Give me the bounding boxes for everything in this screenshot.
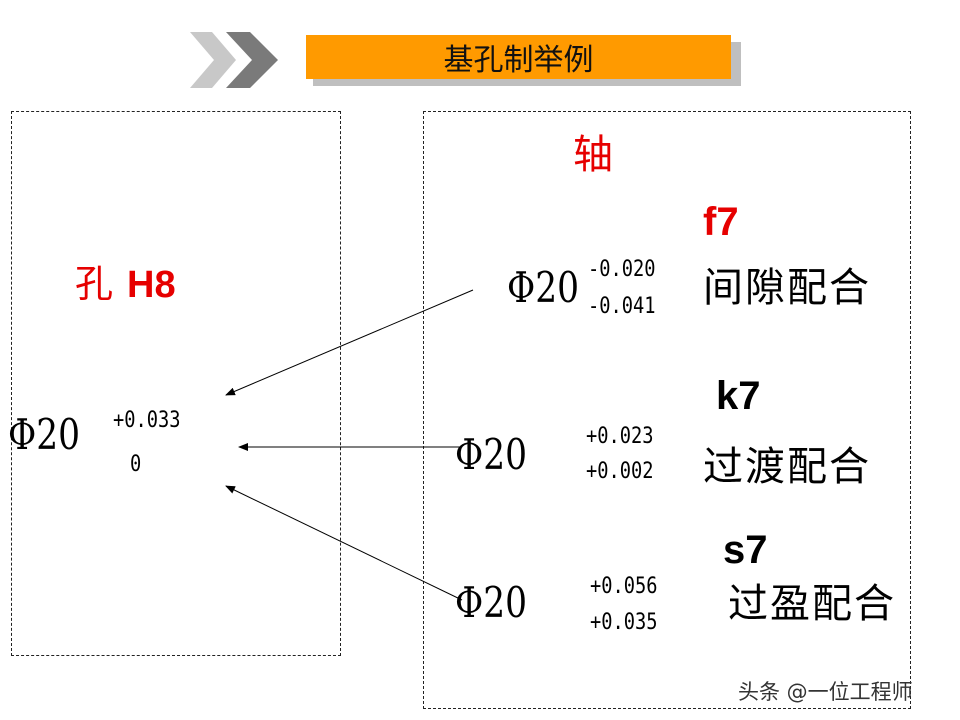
fit-s7-dimension: Φ20 [455, 578, 528, 627]
hole-upper-deviation: +0.033 [113, 408, 181, 433]
fit-f7-lower-deviation: -0.041 [588, 294, 656, 319]
double-chevron-icon [190, 32, 278, 88]
fit-k7-type: 过渡配合 [703, 444, 871, 490]
shaft-panel [423, 111, 911, 709]
fit-k7-upper-deviation: +0.023 [586, 424, 654, 449]
hole-lower-deviation: 0 [130, 452, 142, 477]
fit-f7-upper-deviation: -0.020 [588, 257, 656, 282]
fit-f7-dimension: Φ20 [507, 263, 580, 312]
fit-s7-grade: s7 [723, 528, 768, 572]
page-title-text: 基孔制举例 [443, 43, 594, 78]
fit-s7-upper-deviation: +0.056 [590, 574, 658, 599]
hole-label-text: 孔 [75, 262, 114, 306]
hole-grade: H8 [127, 264, 176, 306]
shaft-label: 轴 [573, 132, 613, 178]
hole-dimension: Φ20 [8, 410, 81, 459]
page-title: 基孔制举例 [306, 35, 731, 79]
hole-label: 孔 H8 [75, 253, 176, 308]
fit-k7-dimension: Φ20 [455, 430, 528, 479]
fit-f7-type: 间隙配合 [703, 265, 871, 311]
fit-k7-lower-deviation: +0.002 [586, 459, 654, 484]
fit-s7-type: 过盈配合 [728, 581, 896, 627]
fit-k7-grade: k7 [716, 374, 761, 418]
hole-panel [11, 111, 341, 656]
fit-f7-grade: f7 [703, 200, 739, 244]
fit-s7-lower-deviation: +0.035 [590, 610, 658, 635]
watermark: 头条 @一位工程师 [738, 680, 913, 704]
